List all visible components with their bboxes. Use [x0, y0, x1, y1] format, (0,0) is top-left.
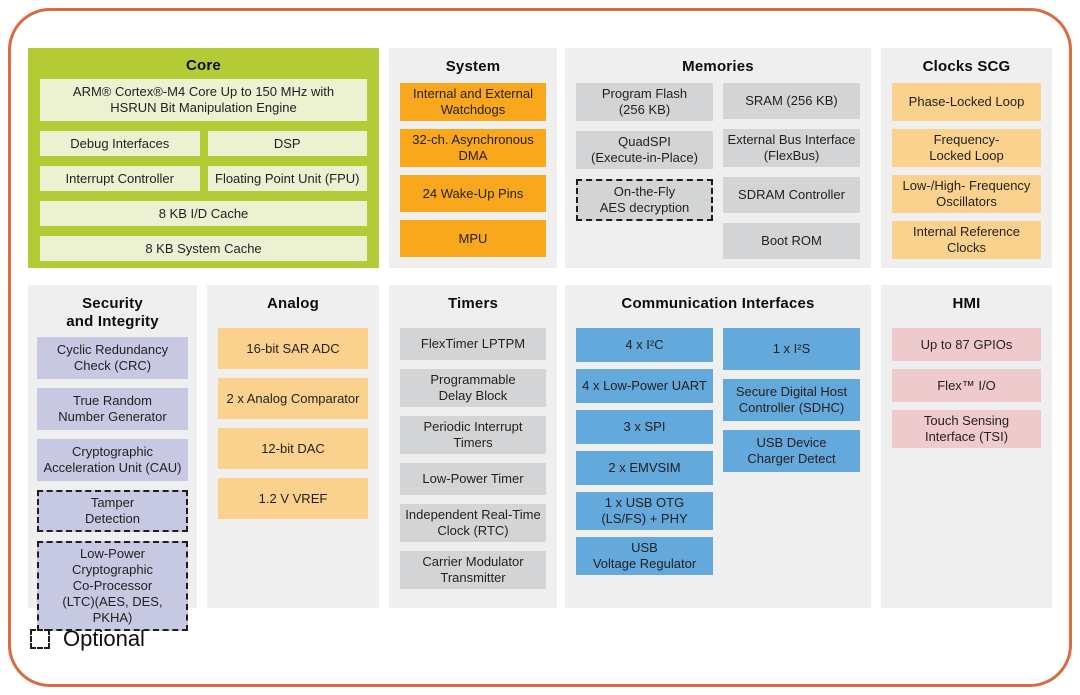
block-flexbus: External Bus Interface (FlexBus) [723, 129, 860, 167]
section-system: System Internal and External Watchdogs 3… [389, 48, 557, 268]
memories-left-column: Program Flash (256 KB) QuadSPI (Execute-… [576, 83, 713, 259]
hmi-blocks: Up to 87 GPIOs Flex™ I/O Touch Sensing I… [881, 328, 1052, 448]
block-pll: Phase-Locked Loop [892, 83, 1041, 121]
block-sdhc: Secure Digital Host Controller (SDHC) [723, 379, 860, 421]
block-mpu: MPU [400, 220, 546, 257]
block-interrupt-controller: Interrupt Controller [40, 166, 200, 191]
block-ltc-coprocessor: Low-Power Cryptographic Co-Processor (LT… [37, 541, 188, 631]
timers-blocks: FlexTimer LPTPM Programmable Delay Block… [389, 328, 557, 589]
block-usb-charger-detect: USB Device Charger Detect [723, 430, 860, 472]
block-vref: 1.2 V VREF [218, 478, 368, 519]
block-async-dma: 32-ch. Asynchronous DMA [400, 129, 546, 167]
memories-right-column: SRAM (256 KB) External Bus Interface (Fl… [723, 83, 860, 259]
section-analog-title: Analog [266, 295, 320, 312]
block-low-power-timer: Low-Power Timer [400, 463, 546, 495]
block-dac: 12-bit DAC [218, 428, 368, 469]
communication-columns: 4 x I²C 4 x Low-Power UART 3 x SPI 2 x E… [565, 328, 871, 575]
block-i2c: 4 x I²C [576, 328, 713, 362]
block-oscillators: Low-/High- Frequency Oscillators [892, 175, 1041, 213]
section-core: Core ARM® Cortex®-M4 Core Up to 150 MHz … [28, 48, 379, 268]
block-fpu: Floating Point Unit (FPU) [207, 166, 367, 191]
section-clocks-title: Clocks SCG [922, 58, 1011, 75]
clocks-blocks: Phase-Locked Loop Frequency- Locked Loop… [881, 83, 1052, 259]
communication-left-column: 4 x I²C 4 x Low-Power UART 3 x SPI 2 x E… [576, 328, 713, 575]
section-timers-title: Timers [447, 295, 499, 312]
block-quadspi: QuadSPI (Execute-in-Place) [576, 131, 713, 169]
block-dsp: DSP [207, 131, 367, 156]
block-usb-otg: 1 x USB OTG (LS/FS) + PHY [576, 492, 713, 530]
section-memories: Memories Program Flash (256 KB) QuadSPI … [565, 48, 871, 268]
block-sdram-controller: SDRAM Controller [723, 177, 860, 213]
block-spi: 3 x SPI [576, 410, 713, 444]
block-on-the-fly-aes: On-the-Fly AES decryption [576, 179, 713, 221]
analog-blocks: 16-bit SAR ADC 2 x Analog Comparator 12-… [207, 328, 379, 519]
block-analog-comparator: 2 x Analog Comparator [218, 378, 368, 419]
block-system-cache: 8 KB System Cache [40, 236, 367, 261]
section-hmi: HMI Up to 87 GPIOs Flex™ I/O Touch Sensi… [881, 285, 1052, 608]
block-id-cache: 8 KB I/D Cache [40, 201, 367, 226]
block-watchdogs: Internal and External Watchdogs [400, 83, 546, 121]
block-sram: SRAM (256 KB) [723, 83, 860, 119]
core-row: Interrupt Controller Floating Point Unit… [40, 166, 367, 191]
block-usb-voltage-regulator: USB Voltage Regulator [576, 537, 713, 575]
block-wakeup-pins: 24 Wake-Up Pins [400, 175, 546, 212]
security-blocks: Cyclic Redundancy Check (CRC) True Rando… [28, 337, 197, 631]
section-security-title: Security and Integrity [66, 295, 159, 330]
section-security-integrity: Security and Integrity Cyclic Redundancy… [28, 285, 197, 631]
communication-right-column: 1 x I²S Secure Digital Host Controller (… [723, 328, 860, 575]
block-internal-reference-clocks: Internal Reference Clocks [892, 221, 1041, 259]
optional-dashed-box-icon [30, 629, 50, 649]
section-core-title: Core [186, 57, 221, 74]
block-tamper-detection: Tamper Detection [37, 490, 188, 532]
core-row: Debug Interfaces DSP [40, 131, 367, 156]
block-carrier-modulator: Carrier Modulator Transmitter [400, 551, 546, 589]
block-rtc: Independent Real-Time Clock (RTC) [400, 504, 546, 542]
block-fll: Frequency- Locked Loop [892, 129, 1041, 167]
block-crc: Cyclic Redundancy Check (CRC) [37, 337, 188, 379]
block-sar-adc: 16-bit SAR ADC [218, 328, 368, 369]
system-blocks: Internal and External Watchdogs 32-ch. A… [389, 83, 557, 257]
section-clocks-scg: Clocks SCG Phase-Locked Loop Frequency- … [881, 48, 1052, 268]
section-timers: Timers FlexTimer LPTPM Programmable Dela… [389, 285, 557, 608]
block-lpuart: 4 x Low-Power UART [576, 369, 713, 403]
optional-legend: Optional [30, 626, 145, 652]
block-cau: Cryptographic Acceleration Unit (CAU) [37, 439, 188, 481]
section-hmi-title: HMI [952, 295, 981, 312]
optional-legend-label: Optional [63, 626, 145, 651]
block-periodic-interrupt-timers: Periodic Interrupt Timers [400, 416, 546, 454]
block-programmable-delay: Programmable Delay Block [400, 369, 546, 407]
block-i2s: 1 x I²S [723, 328, 860, 370]
memories-columns: Program Flash (256 KB) QuadSPI (Execute-… [565, 83, 871, 259]
section-communication-interfaces: Communication Interfaces 4 x I²C 4 x Low… [565, 285, 871, 608]
block-flextimer: FlexTimer LPTPM [400, 328, 546, 360]
block-gpios: Up to 87 GPIOs [892, 328, 1041, 361]
section-memories-title: Memories [682, 58, 754, 75]
block-emvsim: 2 x EMVSIM [576, 451, 713, 485]
section-communication-title: Communication Interfaces [621, 295, 815, 312]
block-debug-interfaces: Debug Interfaces [40, 131, 200, 156]
block-trng: True Random Number Generator [37, 388, 188, 430]
block-tsi: Touch Sensing Interface (TSI) [892, 410, 1041, 448]
core-blocks: ARM® Cortex®-M4 Core Up to 150 MHz with … [28, 79, 379, 261]
section-system-title: System [445, 58, 501, 75]
block-boot-rom: Boot ROM [723, 223, 860, 259]
block-flex-io: Flex™ I/O [892, 369, 1041, 402]
block-arm-cortex-m4: ARM® Cortex®-M4 Core Up to 150 MHz with … [40, 79, 367, 121]
block-program-flash: Program Flash (256 KB) [576, 83, 713, 121]
section-analog: Analog 16-bit SAR ADC 2 x Analog Compara… [207, 285, 379, 608]
